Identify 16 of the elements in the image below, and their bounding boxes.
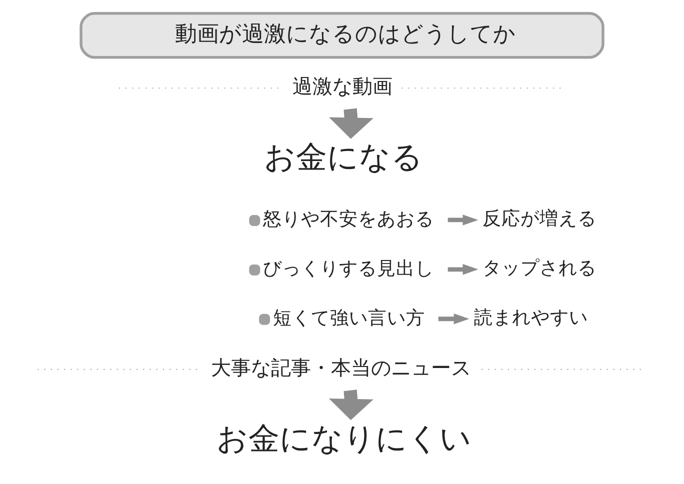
node-box: 動画が過激になるのはどうしてか [80, 12, 604, 58]
node-text: 大事な記事・本当のニュース [211, 356, 472, 379]
node-text: 読まれやすい [474, 306, 588, 328]
arrow [328, 389, 374, 420]
node-label: 短くて強い言い方 [272, 307, 425, 328]
node-text: タップされる [482, 257, 597, 278]
node-label: びっくりする見出し [262, 258, 434, 279]
arrow [328, 108, 374, 138]
node-text: 過激な動画 [292, 74, 393, 98]
arrow [448, 214, 478, 225]
node-label: 怒りや不安をあおる [262, 208, 434, 230]
node-text: お金になりにくい [216, 420, 472, 456]
node-text: 反応が増える [482, 208, 597, 229]
arrow [448, 264, 478, 274]
node-text: お金になる [264, 139, 423, 176]
arrow [438, 312, 470, 324]
